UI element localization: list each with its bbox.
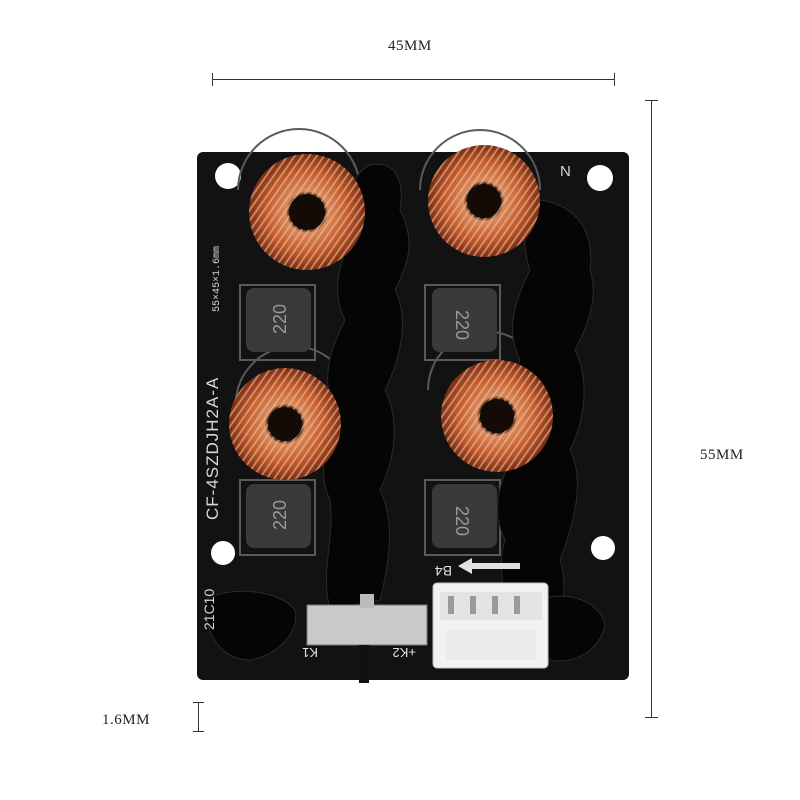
switch-label-k2: +K2: [393, 645, 417, 660]
height-dimension-tick-bottom: [645, 717, 658, 718]
width-dimension-line: [212, 79, 615, 80]
slide-switch-lever: [359, 645, 369, 683]
thickness-tick-bottom: [193, 731, 204, 732]
slide-switch-body: [306, 604, 428, 646]
height-dimension-label: 55MM: [700, 447, 744, 463]
inductor-marking-3: 220: [270, 500, 290, 530]
width-dimension-tick-left: [212, 73, 213, 86]
mount-hole-bl: [211, 541, 235, 565]
slide-switch-tab: [360, 594, 374, 608]
potting-compound: [204, 163, 606, 662]
height-dimension-line: [651, 100, 652, 718]
inductor-marking-4: 220: [452, 506, 472, 536]
switch-label-k1: K1: [302, 645, 318, 660]
inductor-marking-2: 220: [452, 310, 472, 340]
width-dimension-tick-right: [614, 73, 615, 86]
height-dimension-tick-top: [645, 100, 658, 101]
smd-inductors: [246, 288, 497, 548]
mount-hole-tl: [215, 163, 241, 189]
mount-hole-tr: [587, 165, 613, 191]
thickness-dimension-label: 1.6MM: [102, 712, 150, 728]
width-dimension-label: 45MM: [388, 38, 432, 54]
inductor-marking-1: 220: [270, 304, 290, 334]
pcb-body: [197, 152, 629, 680]
board-model-text: CF-4SZDJH2A-A: [203, 377, 222, 520]
thickness-tick-top: [193, 702, 204, 703]
mount-hole-br: [591, 536, 615, 560]
connector-arrow: [458, 558, 520, 574]
thickness-dimension-line: [198, 702, 199, 732]
toroid-coils: [229, 145, 553, 480]
white-connector: [432, 582, 549, 669]
board-date-code: 21C10: [201, 589, 217, 630]
board-size-text: 55×45×1.6mm: [212, 246, 223, 312]
connector-label: B4: [435, 563, 452, 579]
corner-mark: N: [560, 163, 571, 180]
